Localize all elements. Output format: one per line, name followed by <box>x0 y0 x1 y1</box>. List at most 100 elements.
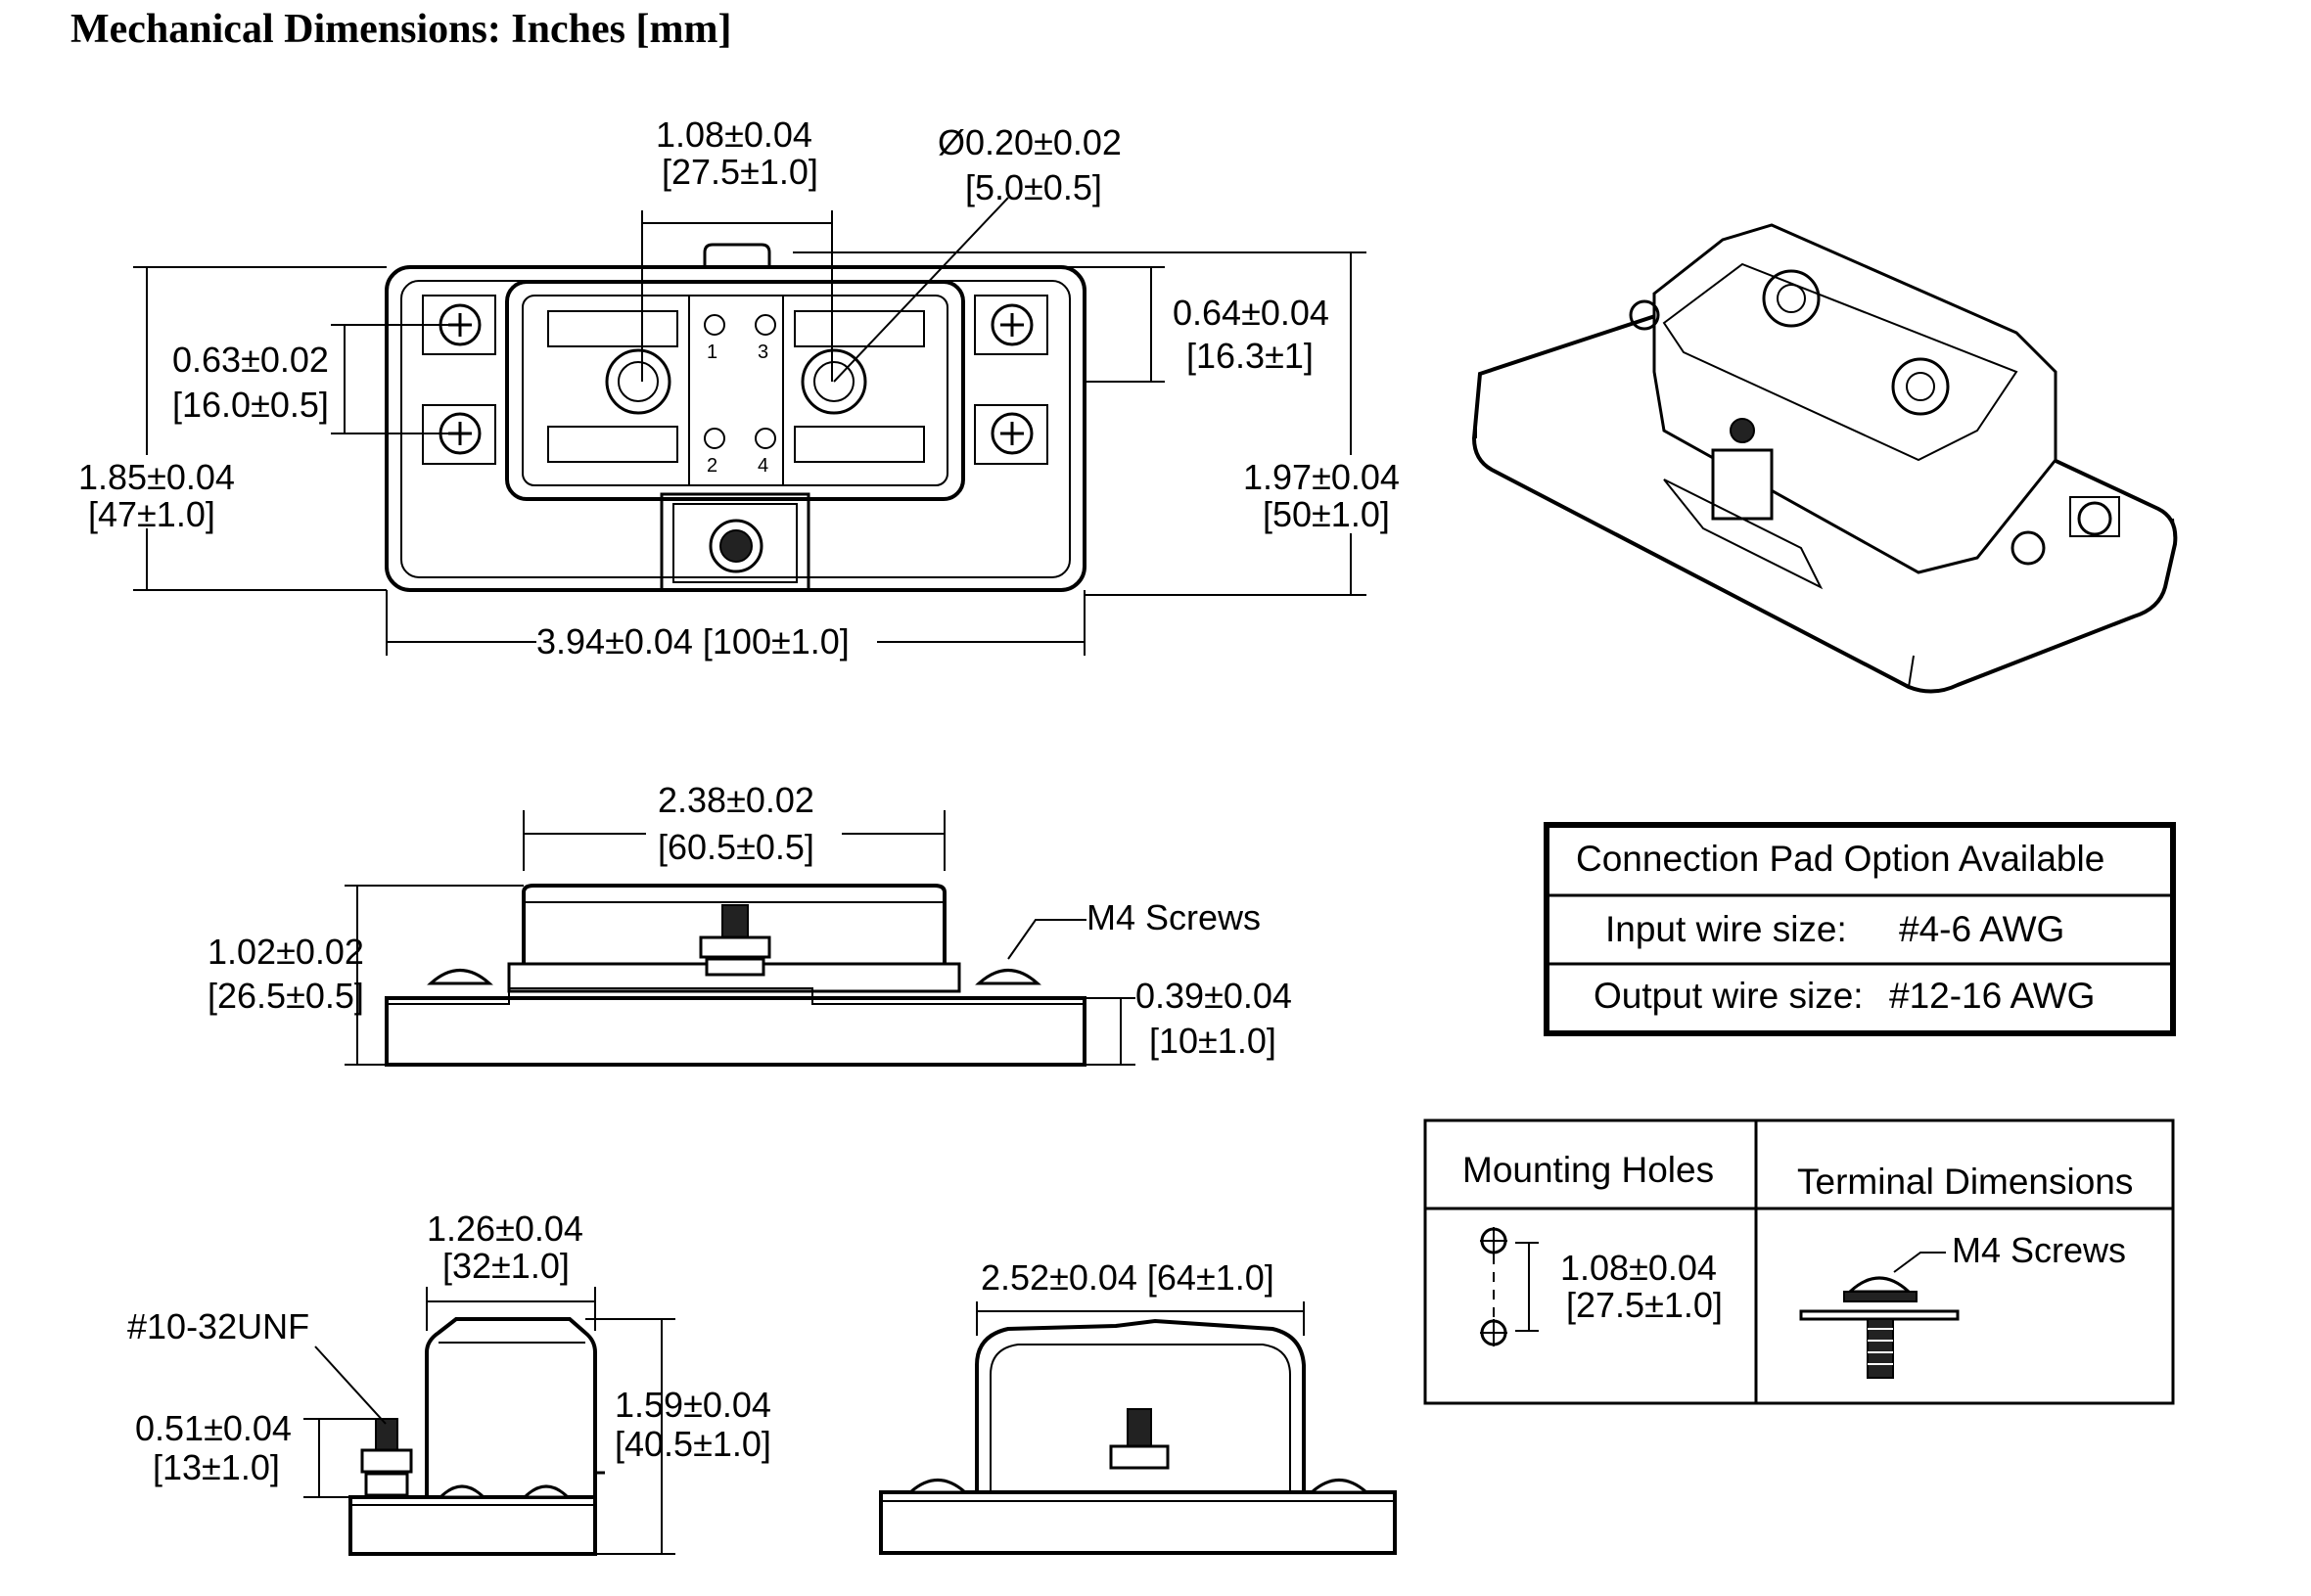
dim-base-height-mm: [10±1.0] <box>1149 1021 1276 1061</box>
front-base <box>879 1490 1397 1555</box>
output-wire-value: #12-16 AWG <box>1889 976 2095 1016</box>
dim-cover-width-in: 2.38±0.02 <box>658 780 814 820</box>
iso-connection-pad <box>1663 479 1824 590</box>
front-cover <box>975 1318 1306 1492</box>
mounting-table-border <box>1423 1118 2175 1405</box>
iso-input-stud <box>1711 448 1774 521</box>
iso-stud-1 <box>1762 269 1821 328</box>
iso-screw-pad <box>2069 496 2120 537</box>
input-stud-block <box>660 492 810 592</box>
fuse-housing <box>505 280 965 501</box>
fuse-slot-1 <box>547 310 678 347</box>
dim-side-height-mm: [26.5±0.5] <box>208 976 364 1016</box>
dim-right-spacing-mm: [16.3±1] <box>1186 336 1314 376</box>
terminal-detail <box>1799 1276 1960 1379</box>
front-cover-inner <box>990 1344 1291 1492</box>
fuse-slot-2 <box>547 426 678 463</box>
connection-pad-table: Connection Pad Option Available Input wi… <box>1544 822 2176 1036</box>
dim-height-mm: [47±1.0] <box>88 494 215 534</box>
mounting-holes-header: Mounting Holes <box>1462 1150 1714 1190</box>
dim-pitch-in: 1.08±0.04 <box>656 114 812 155</box>
m4-screw-bottom-right <box>974 404 1048 465</box>
center-strip <box>688 295 784 486</box>
terminal-dimensions-header: Terminal Dimensions <box>1797 1162 2133 1202</box>
dim-front-width: 2.52±0.04 [64±1.0] <box>981 1257 1274 1298</box>
dim-total-height-mm: [50±1.0] <box>1263 494 1390 534</box>
dim-screw-spacing-in: 0.63±0.02 <box>172 340 329 380</box>
iso-base <box>1471 291 2178 694</box>
leader-stud <box>314 1345 387 1425</box>
dim-right-spacing-in: 0.64±0.04 <box>1173 293 1329 333</box>
iso-housing <box>1652 223 2057 574</box>
fuse-slot-3 <box>794 310 925 347</box>
iso-screw-2 <box>2011 530 2046 566</box>
iso-input-stud-nut <box>1730 418 1755 443</box>
side-cover <box>522 884 947 964</box>
iso-stud-2-inner <box>1906 372 1935 401</box>
stud-hole-left <box>605 348 671 415</box>
end-screw-1 <box>437 1484 487 1499</box>
dim-stud-height-in: 0.51±0.04 <box>135 1408 292 1448</box>
top-view: 1 3 2 4 1.08±0.04 [27.5±1.0] <box>78 114 1400 661</box>
front-stud-washer <box>1109 1444 1170 1470</box>
mounting-hole-bottom <box>1480 1319 1507 1346</box>
dim-total-height-in: 1.97±0.04 <box>1243 457 1400 497</box>
slot-label-3: 3 <box>758 342 768 363</box>
stud-hole-right-inner <box>813 361 855 402</box>
page-title: Mechanical Dimensions: Inches [mm] <box>70 7 732 52</box>
output-wire-label: Output wire size: <box>1594 976 1864 1016</box>
input-stud-block-inner <box>672 503 798 583</box>
fuse-housing-inner <box>522 295 948 486</box>
dim-end-width-in: 1.26±0.04 <box>427 1208 583 1249</box>
side-view: M4 Screws 2.38±0.02 [60.5±0.5] 1.02±0.02… <box>208 780 1292 1067</box>
dim-height-in: 1.85±0.04 <box>78 457 235 497</box>
fuse-slot-4 <box>794 426 925 463</box>
front-screw-left <box>906 1479 969 1494</box>
dim-mount-spacing-in: 1.08±0.04 <box>1560 1248 1717 1288</box>
dim-end-height-mm: [40.5±1.0] <box>615 1424 771 1464</box>
input-wire-label: Input wire size: <box>1605 909 1847 949</box>
isometric-view <box>1471 223 2178 694</box>
dim-hole-in: Ø0.20±0.02 <box>938 122 1122 162</box>
dim-side-height-in: 1.02±0.02 <box>208 932 364 972</box>
dim-hole-mm: [5.0±0.5] <box>965 167 1102 207</box>
iso-screw-3 <box>2077 501 2112 536</box>
leader-hole <box>833 197 1009 383</box>
dim-pitch-mm: [27.5±1.0] <box>662 152 818 192</box>
dim-width: 3.94±0.04 [100±1.0] <box>536 621 850 661</box>
iso-housing-top <box>1662 262 2018 462</box>
top-tab <box>703 243 771 267</box>
front-screw-right <box>1308 1479 1370 1494</box>
iso-screw-1 <box>1629 299 1660 331</box>
front-view: 2.52±0.04 [64±1.0] <box>879 1257 1397 1555</box>
side-base <box>385 996 1086 1067</box>
side-screw-label: M4 Screws <box>1086 897 1261 937</box>
side-stud <box>721 904 749 940</box>
leader-m4-screws <box>1007 919 1086 960</box>
side-stud-washer <box>699 935 771 959</box>
led-3 <box>755 314 776 336</box>
terminal-screw-label: M4 Screws <box>1952 1230 2126 1270</box>
side-base-step <box>387 987 1085 1005</box>
mounting-hole-top <box>1480 1227 1507 1254</box>
dim-screw-spacing-mm: [16.0±0.5] <box>172 385 329 425</box>
dim-end-height-in: 1.59±0.04 <box>615 1385 771 1425</box>
slot-label-1: 1 <box>707 342 717 363</box>
m4-screw-top-right <box>974 295 1048 355</box>
dim-base-height-in: 0.39±0.04 <box>1135 976 1292 1016</box>
led-1 <box>704 314 725 336</box>
stud-hole-right <box>801 348 867 415</box>
input-stud-nut <box>719 529 753 563</box>
side-stud-nut <box>705 957 765 977</box>
mounting-table: Mounting Holes Terminal Dimensions 1.08±… <box>1423 1118 2175 1405</box>
end-stud-label: #10-32UNF <box>127 1306 309 1346</box>
dim-cover-width-mm: [60.5±0.5] <box>658 827 814 867</box>
iso-stud-1-inner <box>1777 284 1806 313</box>
stud-hole-left-inner <box>618 361 659 402</box>
connection-table-border <box>1544 822 2176 1036</box>
end-cover <box>425 1317 597 1497</box>
side-m4-screw-left <box>427 969 493 985</box>
input-stud <box>709 519 763 573</box>
connection-table-title: Connection Pad Option Available <box>1576 839 2104 879</box>
